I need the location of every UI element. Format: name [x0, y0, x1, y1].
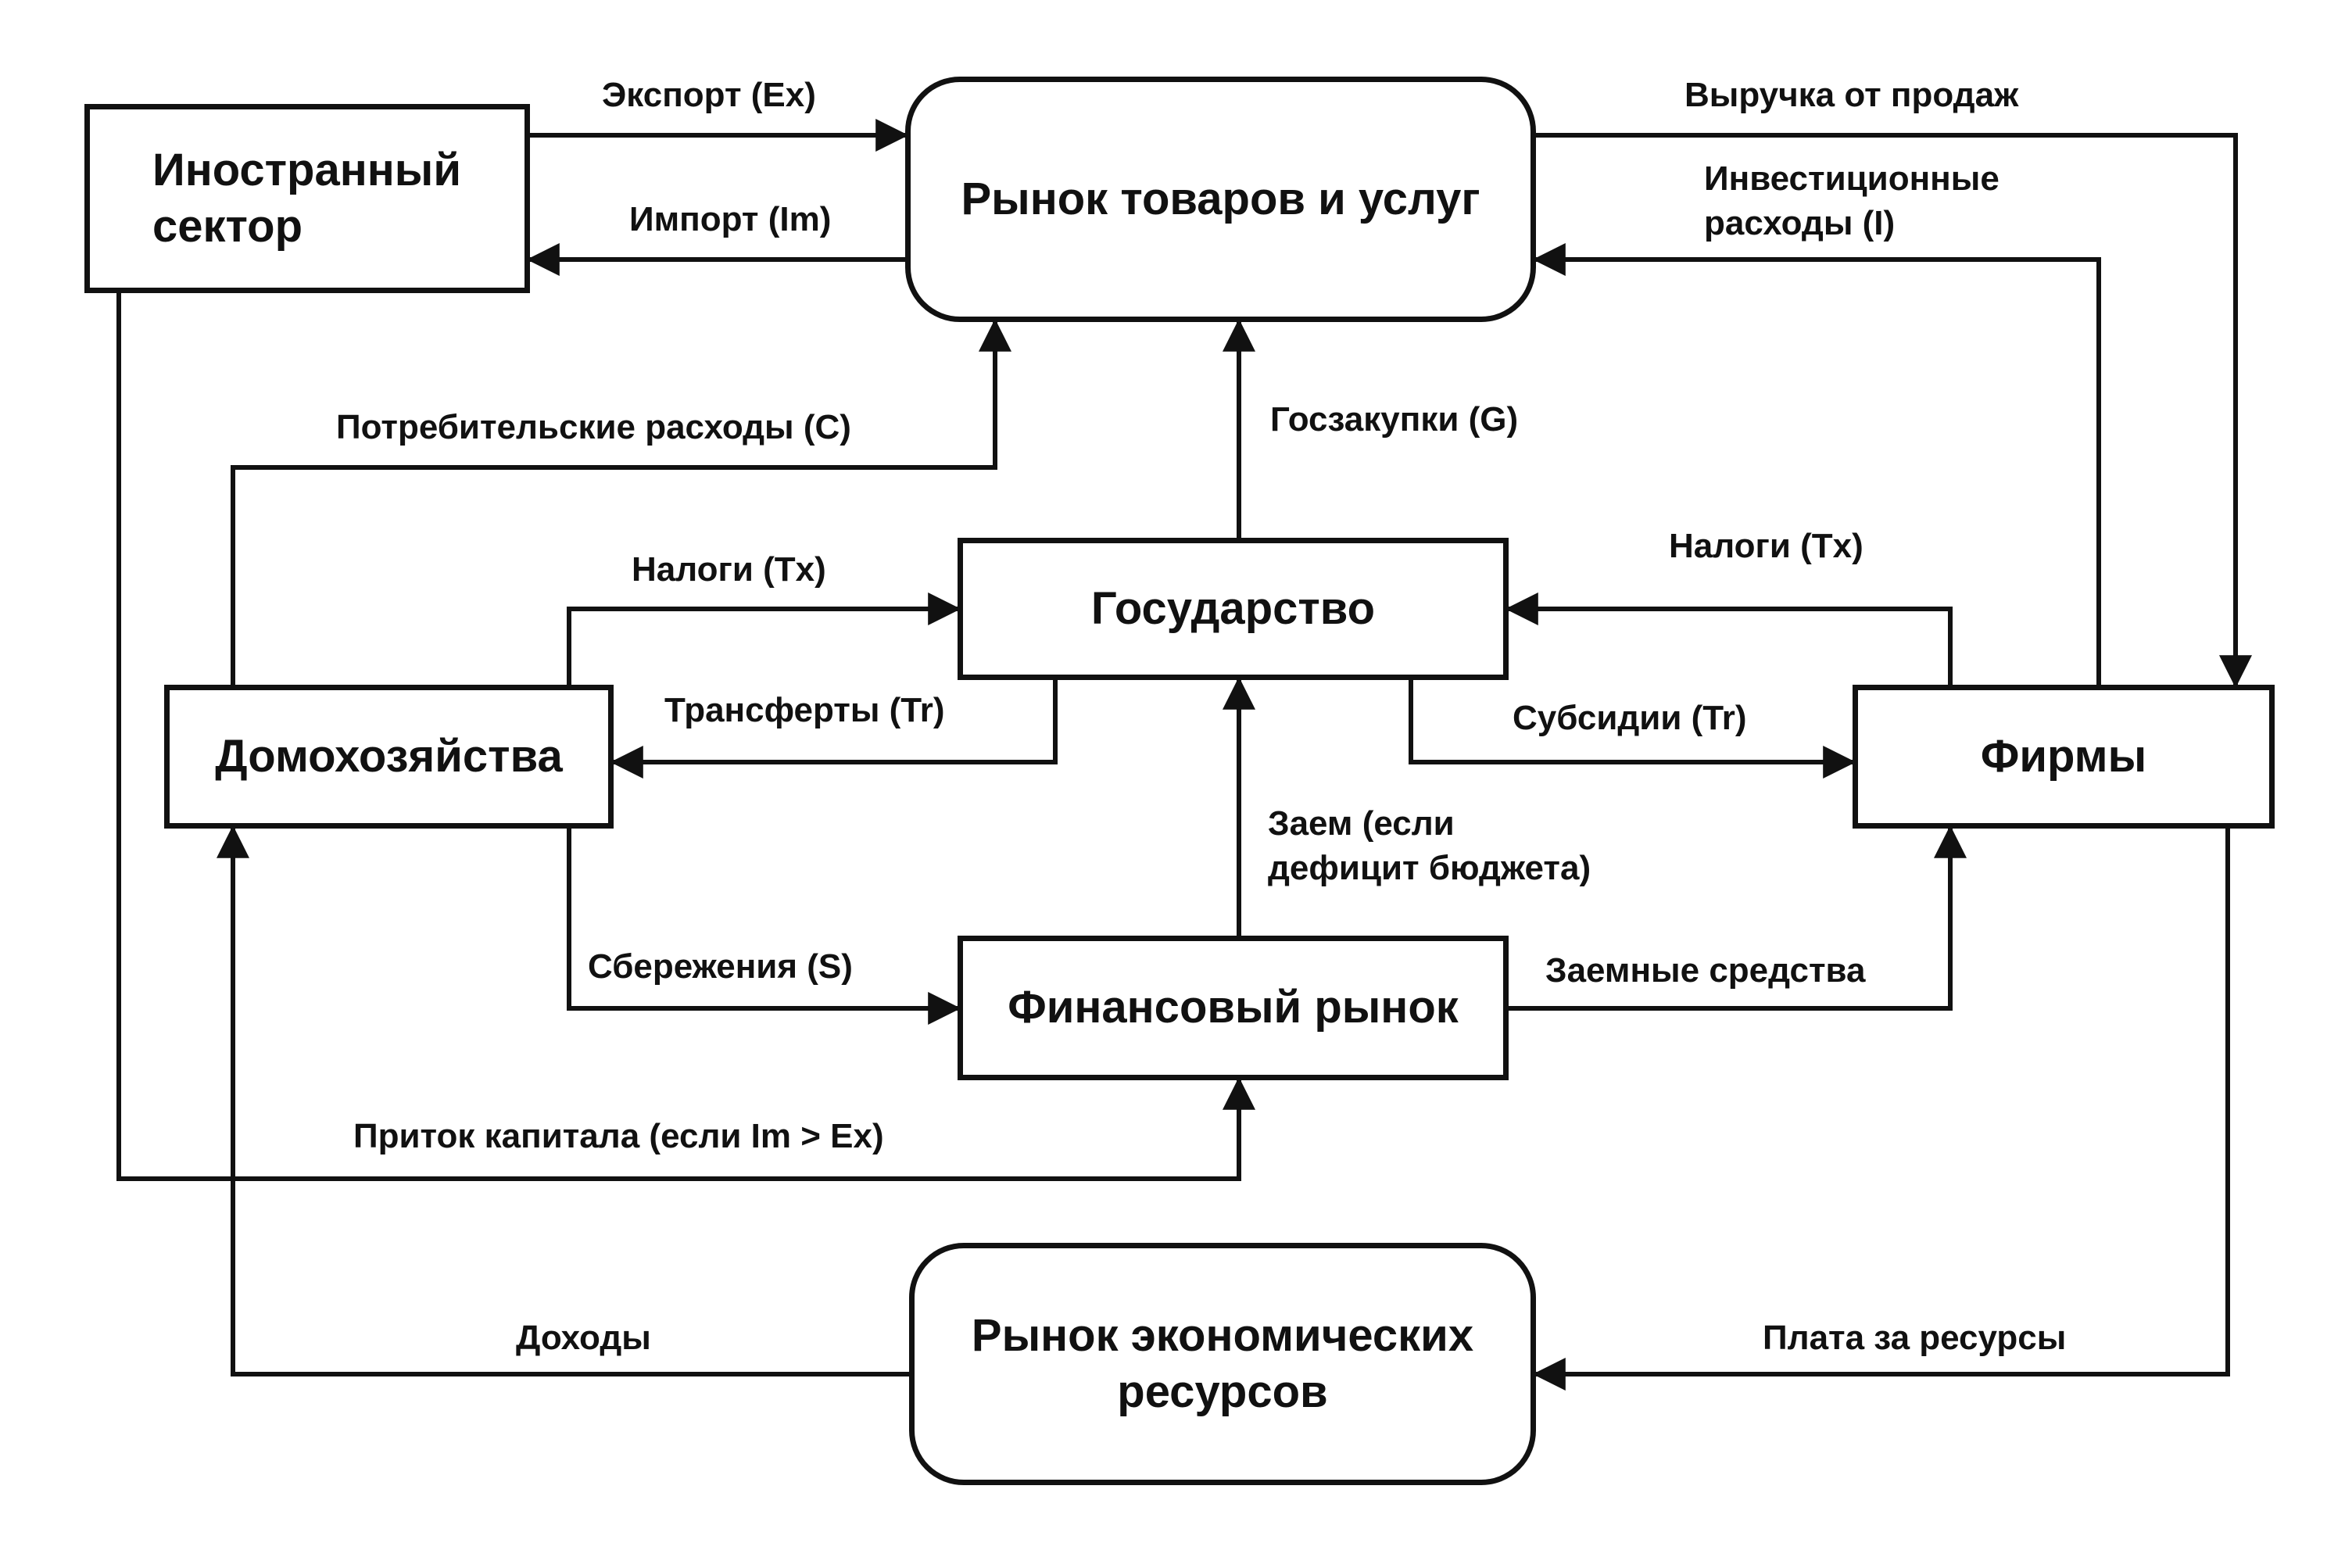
consumption-label: Потребительские расходы (C) [336, 408, 851, 446]
government-box: Государство [958, 538, 1509, 680]
foreign-sector-box: Иностранный сектор [84, 104, 530, 293]
households-box: Домохозяйства [164, 685, 614, 829]
taxes-firms-label: Налоги (Tx) [1669, 527, 1863, 565]
incomes-arrow [217, 825, 909, 1376]
taxes-firms-arrow [1505, 592, 1953, 685]
financial-market-box: Финансовый рынок [958, 936, 1509, 1080]
borrowing-label: Заем (если дефицит бюджета) [1268, 804, 1591, 888]
gov-purchases-label: Госзакупки (G) [1270, 400, 1519, 439]
transfers-label: Трансферты (Tr) [664, 691, 945, 729]
resource-market-label: Рынок экономических ресурсов [971, 1309, 1474, 1418]
sales-revenue-arrow [1536, 133, 2252, 689]
foreign-sector-label: Иностранный сектор [152, 144, 461, 252]
investment-label: Инвестиционные расходы (I) [1704, 159, 2000, 243]
firms-label: Фирмы [1980, 730, 2147, 782]
goods-market-label: Рынок товаров и услуг [961, 173, 1480, 224]
financial-market-label: Финансовый рынок [1008, 982, 1459, 1033]
resource-payment-label: Плата за ресурсы [1763, 1319, 2067, 1357]
investment-arrow [1532, 243, 2101, 685]
loans-arrow [1509, 825, 1967, 1011]
transfers-arrow [610, 680, 1058, 779]
households-label: Домохозяйства [215, 730, 563, 782]
goods-market-box: Рынок товаров и услуг [905, 77, 1536, 322]
savings-arrow [567, 829, 961, 1025]
subsidies-arrow [1409, 680, 1856, 779]
capital-inflow-label: Приток капитала (если Im > Ex) [353, 1117, 884, 1155]
capital-inflow-arrow [116, 293, 1255, 1181]
consumption-arrow [231, 318, 1011, 685]
resource-payment-arrow [1532, 829, 2230, 1391]
resource-market-box: Рынок экономических ресурсов [909, 1243, 1536, 1485]
government-label: Государство [1090, 582, 1376, 634]
savings-label: Сбережения (S) [588, 947, 853, 986]
import-label: Импорт (Im) [629, 200, 832, 238]
taxes-households-label: Налоги (Tx) [632, 550, 826, 589]
taxes-households-arrow [567, 592, 961, 685]
loans-label: Заемные средства [1545, 951, 1866, 990]
export-label: Экспорт (Ex) [602, 76, 816, 114]
firms-box: Фирмы [1853, 685, 2275, 829]
incomes-label: Доходы [516, 1319, 651, 1357]
sales-revenue-label: Выручка от продаж [1684, 76, 2019, 114]
subsidies-label: Субсидии (Tr) [1513, 699, 1747, 737]
